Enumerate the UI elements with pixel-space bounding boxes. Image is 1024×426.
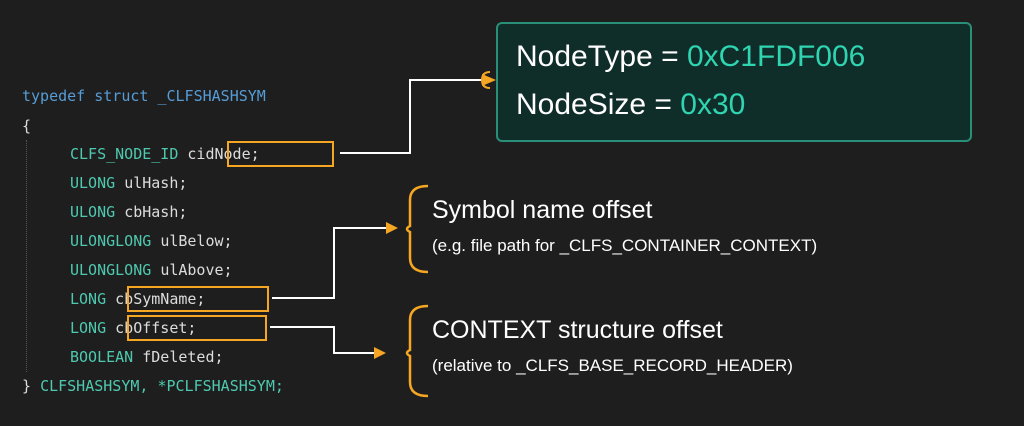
field-type: ULONG [70, 203, 116, 221]
node-type-value: 0xC1FDF006 [686, 40, 866, 73]
field-ulbelow: ULONGLONG ulBelow; [70, 231, 233, 251]
arrow-cboffset [270, 326, 382, 354]
close-brace: } [22, 377, 32, 395]
field-type: CLFS_NODE_ID [70, 145, 179, 163]
open-brace: { [22, 117, 32, 135]
field-type: LONG [70, 290, 107, 308]
arrow-cidnode-head [482, 74, 496, 86]
field-name: cidNode; [187, 145, 260, 163]
arrow-cboffset-head [374, 347, 386, 359]
highlight-cidnode [227, 141, 334, 167]
context-offset-subtitle: (relative to _CLFS_BASE_RECORD_HEADER) [432, 356, 793, 375]
node-info-box: NodeType = 0xC1FDF006 NodeSize = 0x30 [496, 22, 972, 142]
field-fdeleted: BOOLEAN fDeleted; [70, 347, 224, 367]
field-name: ulHash; [124, 174, 188, 192]
field-name: ulBelow; [160, 232, 233, 250]
field-name: cbHash; [124, 203, 188, 221]
field-cbhash: ULONG cbHash; [70, 202, 187, 222]
field-cbsymname: LONG cbSymName; [70, 289, 205, 309]
typedef-keyword: typedef struct [22, 87, 149, 105]
bracket-nodebox [480, 71, 491, 89]
code-block: typedef struct _CLFSHASHSYM { CLFS_NODE_… [22, 0, 284, 395]
arrow-cbsymname [272, 227, 396, 299]
bracket-context [405, 304, 429, 398]
struct-name: _CLFSHASHSYM [157, 87, 266, 105]
node-type-label: NodeType = [516, 40, 687, 73]
field-ulhash: ULONG ulHash; [70, 173, 187, 193]
node-size-value: 0x30 [680, 88, 746, 121]
arrow-cidnode [340, 79, 490, 154]
field-cidnode: CLFS_NODE_ID cidNode; [70, 144, 260, 164]
bracket-symbol [405, 184, 429, 274]
indent-guide [26, 140, 27, 372]
field-cboffset: LONG cbOffset; [70, 318, 196, 338]
highlight-cboffset [127, 315, 267, 341]
field-name: ulAbove; [160, 261, 233, 279]
field-type: ULONGLONG [70, 261, 152, 279]
typedef-names: CLFSHASHSYM, *PCLFSHASHSYM; [40, 377, 284, 395]
node-size-label: NodeSize = [516, 88, 681, 121]
field-type: ULONGLONG [70, 232, 152, 250]
field-name: cbSymName; [115, 290, 206, 308]
field-name: fDeleted; [142, 348, 224, 366]
context-offset-title: CONTEXT structure offset [432, 316, 723, 344]
symbol-offset-subtitle: (e.g. file path for _CLFS_CONTAINER_CONT… [432, 236, 818, 255]
field-ulabove: ULONGLONG ulAbove; [70, 260, 233, 280]
arrow-cbsymname-head [386, 222, 398, 234]
symbol-offset-title: Symbol name offset [432, 196, 653, 224]
field-name: cbOffset; [115, 319, 197, 337]
field-type: BOOLEAN [70, 348, 134, 366]
field-type: LONG [70, 319, 107, 337]
struct-close: } CLFSHASHSYM, *PCLFSHASHSYM; [22, 376, 284, 396]
highlight-cbsymname [127, 286, 269, 312]
struct-declaration: typedef struct _CLFSHASHSYM [22, 86, 266, 106]
node-type-row: NodeType = 0xC1FDF006 [516, 40, 865, 74]
field-type: ULONG [70, 174, 116, 192]
node-size-row: NodeSize = 0x30 [516, 88, 745, 122]
